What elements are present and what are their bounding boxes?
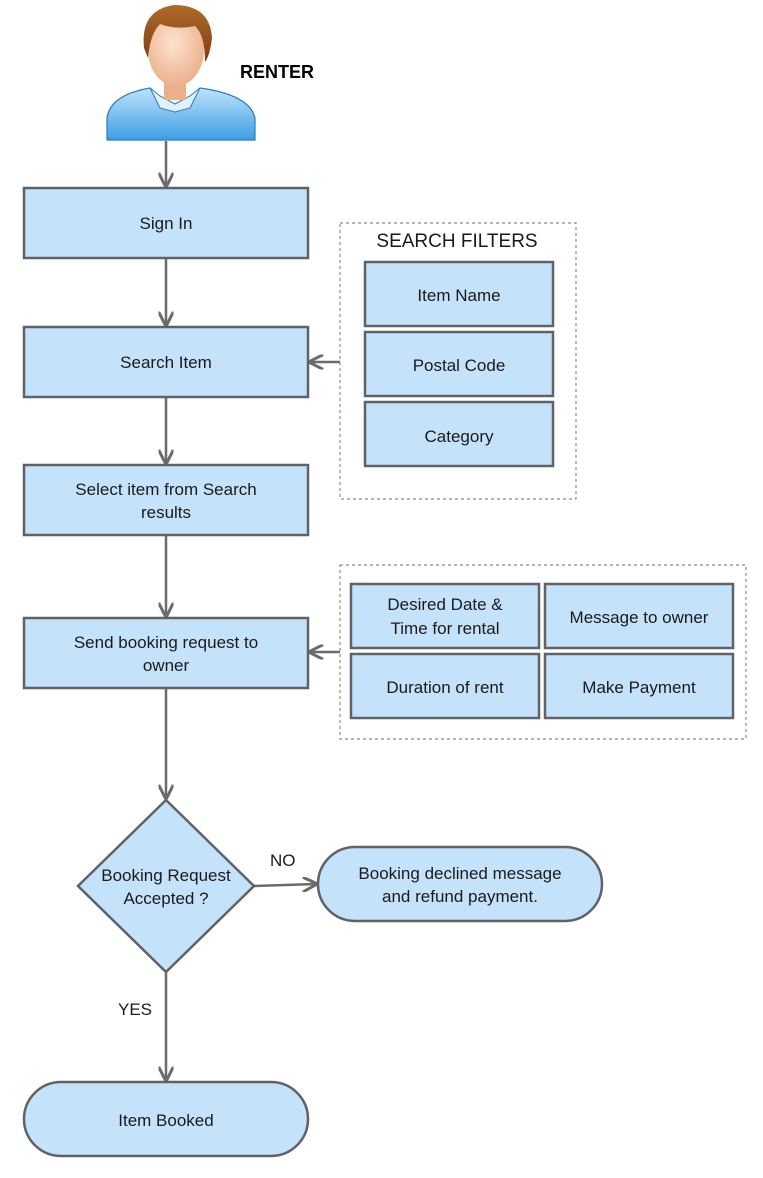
- desired-date-node: Desired Date & Time for rental: [349, 582, 541, 650]
- select-item-node: Select item from Search results: [22, 463, 310, 537]
- declined-label-line1: Booking declined message: [358, 864, 561, 883]
- select-item-label-line2: results: [141, 503, 191, 522]
- edges: [166, 141, 340, 1080]
- filter-postal-code: Postal Code: [363, 330, 555, 398]
- make-payment-node: Make Payment: [543, 652, 735, 720]
- filter-category-label: Category: [425, 427, 494, 446]
- declined-node: Booking declined message and refund paym…: [316, 845, 604, 923]
- message-owner-label: Message to owner: [570, 608, 709, 627]
- make-payment-label: Make Payment: [582, 678, 696, 697]
- filter-postal-code-label: Postal Code: [413, 356, 506, 375]
- desired-date-label-line2: Time for rental: [391, 619, 500, 638]
- duration-label: Duration of rent: [386, 678, 503, 697]
- send-request-label-line1: Send booking request to: [74, 633, 258, 652]
- send-request-label-line2: owner: [143, 656, 190, 675]
- duration-node: Duration of rent: [349, 652, 541, 720]
- declined-label-line2: and refund payment.: [382, 887, 538, 906]
- actor-label: RENTER: [240, 62, 314, 82]
- message-owner-node: Message to owner: [543, 582, 735, 650]
- filter-item-name-label: Item Name: [417, 286, 500, 305]
- desired-date-label-line1: Desired Date &: [387, 595, 503, 614]
- edge-label-yes: YES: [118, 1000, 152, 1019]
- search-item-label: Search Item: [120, 353, 212, 372]
- filter-item-name: Item Name: [363, 260, 555, 328]
- decision-node: Booking Request Accepted ?: [76, 798, 256, 974]
- search-item-node: Search Item: [22, 325, 310, 399]
- search-filters-title: SEARCH FILTERS: [376, 231, 537, 252]
- edge-label-no: NO: [270, 851, 296, 870]
- select-item-label-line1: Select item from Search: [75, 480, 256, 499]
- send-request-node: Send booking request to owner: [22, 616, 310, 690]
- user-avatar-icon: [106, 5, 256, 141]
- filter-category: Category: [363, 400, 555, 468]
- sign-in-node: Sign In: [22, 186, 310, 260]
- decision-label-line2: Accepted ?: [123, 889, 208, 908]
- booking-details-group: Desired Date & Time for rental Message t…: [339, 564, 747, 740]
- search-filters-group: SEARCH FILTERS Item Name Postal Code Cat…: [339, 222, 577, 500]
- item-booked-label: Item Booked: [118, 1111, 213, 1130]
- sign-in-label: Sign In: [140, 214, 193, 233]
- item-booked-node: Item Booked: [22, 1080, 310, 1158]
- decision-label-line1: Booking Request: [101, 866, 231, 885]
